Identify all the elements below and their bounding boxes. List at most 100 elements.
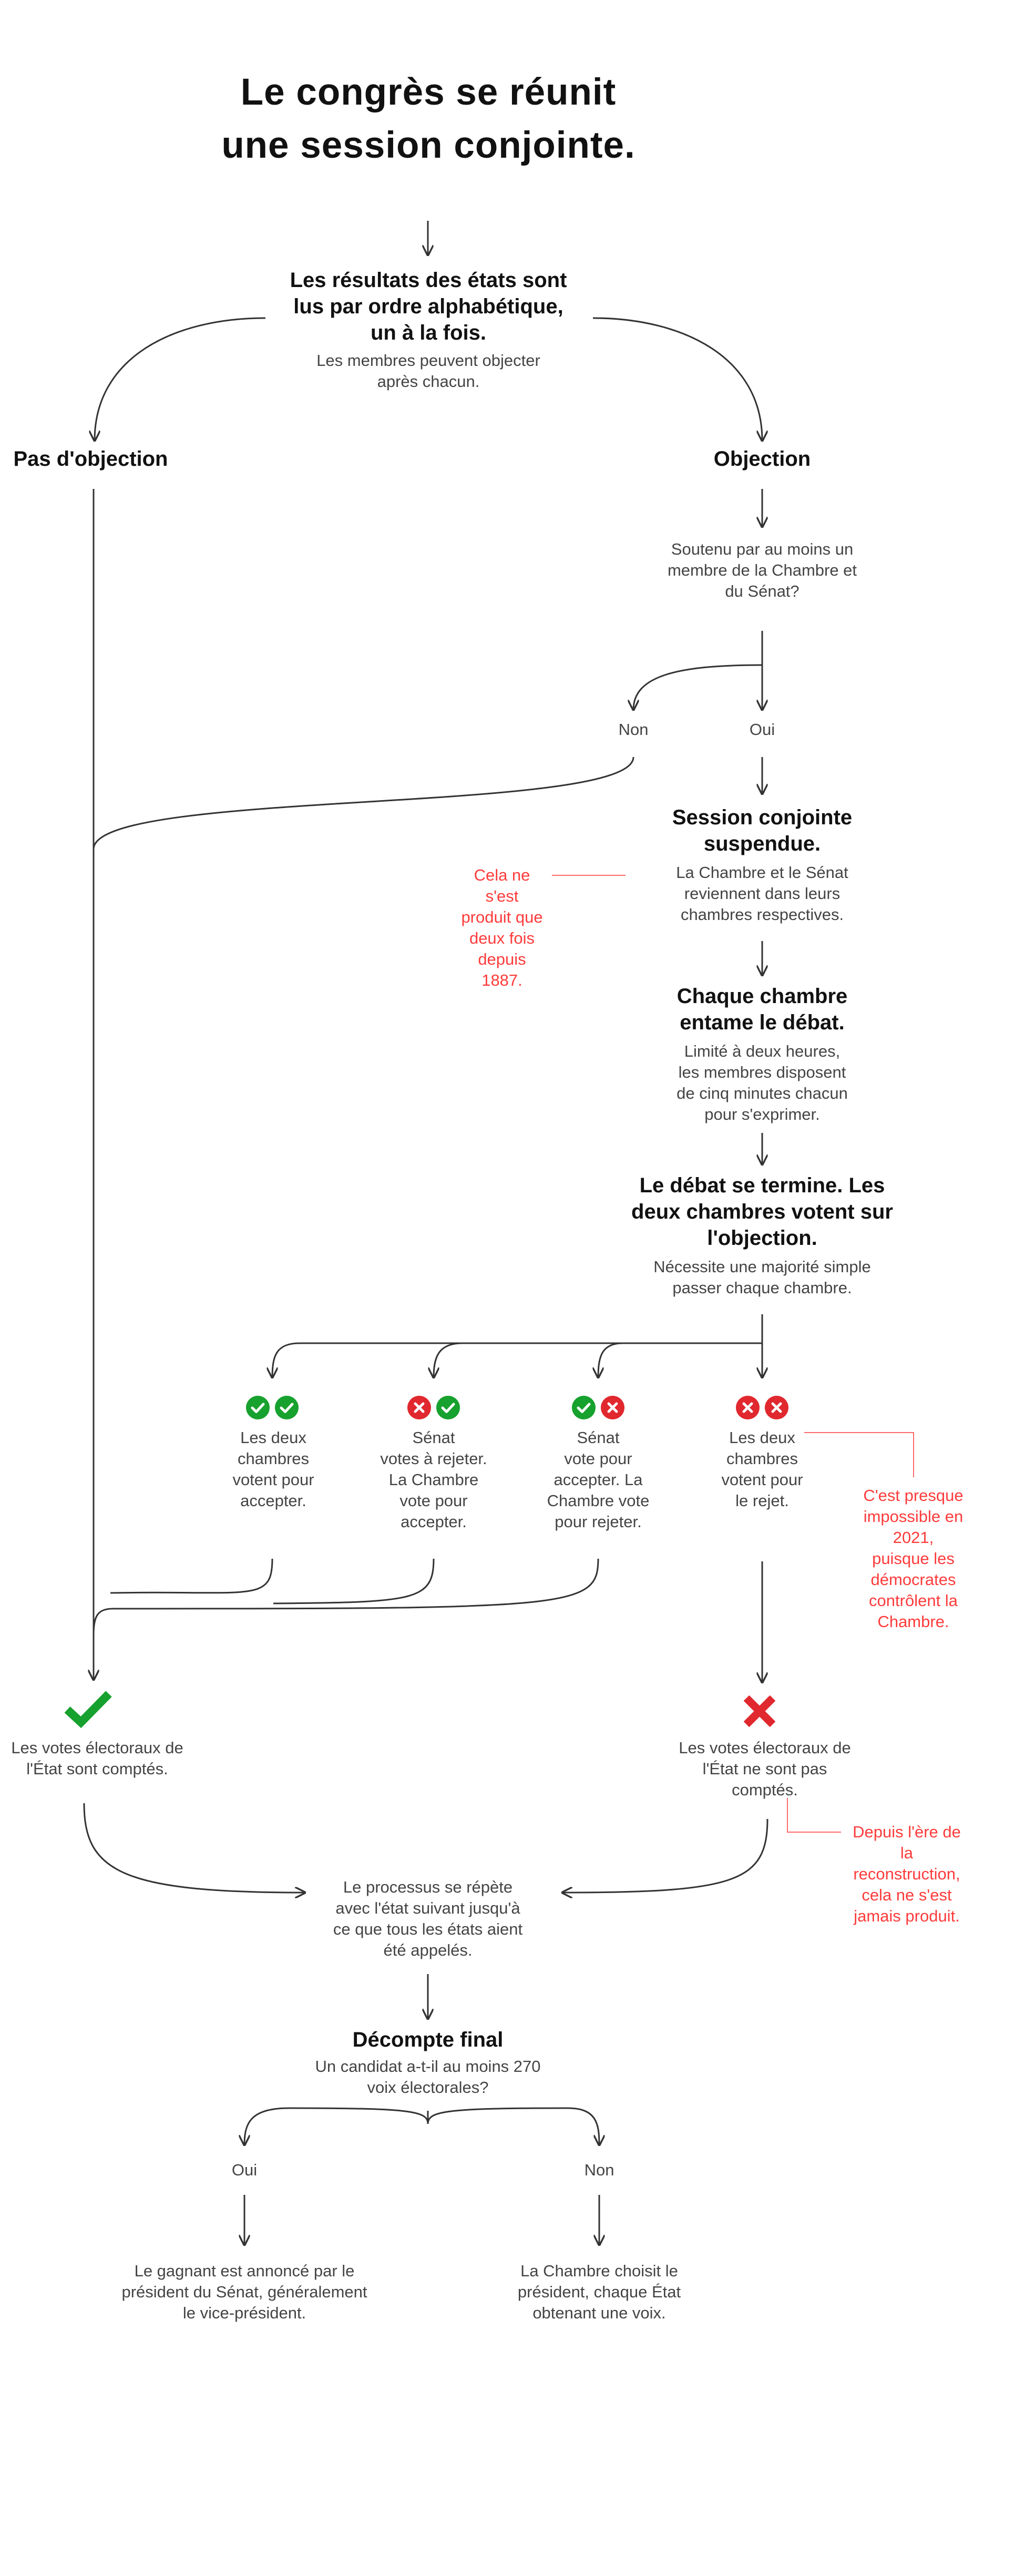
outcome-4-text: Les deux chambres votent pour le rejet. <box>704 1427 820 1511</box>
outcome-3-line-2: vote pour <box>564 1449 632 1468</box>
read-results-line-2: lus par ordre alphabétique, <box>293 295 563 318</box>
vote-sub-line-2: passer chaque chambre. <box>672 1279 852 1297</box>
outcome-4-line-2: chambres <box>726 1449 798 1468</box>
repeat-line-1: Le processus se répète <box>343 1878 513 1896</box>
arrow-counted-to-repeat <box>83 1803 305 1893</box>
supported-line-3: du Sénat? <box>725 582 800 600</box>
read-results-sub-line-2: après chacun. <box>377 372 480 391</box>
winner-line-2: président du Sénat, généralement <box>121 2283 367 2301</box>
not-counted-line-2: l'État ne sont pas <box>702 1760 827 1778</box>
note-impossible-line-5: démocrates <box>870 1570 956 1589</box>
note-connector-reconstruction <box>787 1798 841 1833</box>
outcome-1-badges <box>241 1396 304 1419</box>
house-chooses-line-3: obtenant une voix. <box>532 2304 666 2322</box>
line-non-to-trunk <box>93 757 634 850</box>
vote-line-3: l'objection. <box>707 1226 817 1250</box>
supported-line-1: Soutenu par au moins un <box>671 540 854 558</box>
note-impossible: C'est presque impossible en 2021, puisqu… <box>846 1485 980 1632</box>
vote-line-2: deux chambres votent sur <box>631 1200 893 1223</box>
outcome-4-badges <box>731 1396 794 1419</box>
suspended-sub-line-3: chambres respectives. <box>680 905 844 924</box>
x-icon <box>601 1396 624 1419</box>
note-twice: Cela ne s'est produit que deux fois depu… <box>457 865 547 991</box>
debate-line-1: Chaque chambre <box>676 985 848 1008</box>
arrow-to-no-objection <box>95 317 266 441</box>
vote-sub-line-1: Nécessite une majorité simple <box>653 1258 871 1276</box>
outcome-1-line-3: votent pour <box>232 1470 314 1489</box>
note-twice-line-2: s'est <box>485 887 519 905</box>
outcome-2-text: Sénat votes à rejeter. La Chambre vote p… <box>363 1427 505 1532</box>
suspended-sub-line-2: reviennent dans leurs <box>684 884 840 903</box>
note-impossible-line-4: puisque les <box>872 1549 955 1568</box>
arrow-to-outcome-1 <box>272 1314 763 1377</box>
no-objection-label: Pas d'objection <box>13 447 168 471</box>
debate-sub-line-4: pour s'exprimer. <box>704 1105 820 1123</box>
note-impossible-line-1: C'est presque <box>863 1486 964 1505</box>
not-counted-line-1: Les votes électoraux de <box>679 1739 851 1757</box>
read-results-sub-line-1: Les membres peuvent objecter <box>316 351 540 370</box>
note-twice-line-1: Cela ne <box>474 866 530 884</box>
outcome-1-line-1: Les deux <box>240 1428 306 1447</box>
note-twice-line-6: 1887. <box>481 971 522 989</box>
oui-label: Oui <box>749 720 775 739</box>
outcome-3-badges <box>567 1396 630 1419</box>
page-title-line-1: Le congrès se réunit <box>240 71 617 113</box>
note-impossible-line-7: Chambre. <box>877 1612 949 1631</box>
check-icon <box>246 1396 270 1419</box>
arrow-to-outcome-2 <box>434 1342 463 1377</box>
suspended-line-1: Session conjointe <box>672 806 853 829</box>
arrow-not-counted-to-repeat <box>562 1818 768 1893</box>
outcome-2-line-4: vote pour <box>399 1491 468 1510</box>
note-reconstruction-line-5: jamais produit. <box>854 1907 960 1925</box>
note-reconstruction-line-3: reconstruction, <box>853 1865 960 1883</box>
repeat-line-4: été appelés. <box>383 1941 473 1959</box>
x-icon <box>765 1396 788 1419</box>
x-icon <box>736 1396 760 1419</box>
outcome-2-line-3: La Chambre <box>388 1470 479 1489</box>
objection-label: Objection <box>713 447 811 471</box>
x-icon <box>407 1396 431 1419</box>
non-label: Non <box>618 720 649 739</box>
outcome-3-line-1: Sénat <box>577 1428 620 1447</box>
house-chooses-line-1: La Chambre choisit le <box>520 2262 678 2280</box>
final-title: Décompte final <box>352 2028 504 2051</box>
house-chooses-line-2: président, chaque État <box>517 2283 681 2301</box>
arrow-to-outcome-3 <box>598 1342 623 1377</box>
read-results-line-1: Les résultats des états sont <box>290 269 567 292</box>
outcome-1-text: Les deux chambres votent pour accepter. <box>210 1427 336 1511</box>
outcome-1-line-2: chambres <box>237 1449 310 1468</box>
final-node: Décompte final Un candidat a-t-il au moi… <box>286 2027 570 2098</box>
suspended-line-2: suspendue. <box>703 832 821 855</box>
outcome-2-line-1: Sénat <box>412 1428 455 1447</box>
debate-line-2: entame le débat. <box>680 1011 845 1034</box>
arrow-to-non <box>633 664 763 710</box>
note-reconstruction-line-1: Depuis l'ère de <box>853 1823 961 1841</box>
check-icon <box>436 1396 460 1419</box>
winner-line-1: Le gagnant est annoncé par le <box>134 2262 355 2280</box>
final-line-2: voix électorales? <box>367 2078 489 2097</box>
outcome-4-line-4: le rejet. <box>735 1491 789 1510</box>
outcome-1-line-4: accepter. <box>240 1491 306 1510</box>
outcome-3-line-5: pour rejeter. <box>555 1512 642 1531</box>
not-counted-text: Les votes électoraux de l'État ne sont p… <box>654 1737 875 1801</box>
outcome-3-text: Sénat vote pour accepter. La Chambre vot… <box>526 1427 671 1532</box>
supported-question: Soutenu par au moins un membre de la Cha… <box>647 539 878 602</box>
final-line-1: Un candidat a-t-il au moins 270 <box>315 2057 541 2076</box>
vote-line-1: Le débat se termine. Les <box>639 1174 885 1197</box>
counted-line-2: l'État sont comptés. <box>26 1760 168 1778</box>
final-non-label: Non <box>584 2161 614 2179</box>
note-impossible-line-2: impossible en <box>863 1507 964 1526</box>
note-connector-impossible <box>804 1432 914 1477</box>
arrow-to-final-oui <box>244 2107 429 2145</box>
debate-sub-line-1: Limité à deux heures, <box>684 1042 840 1060</box>
winner-line-3: le vice-président. <box>182 2304 306 2322</box>
outcome-2-line-2: votes à rejeter. <box>380 1449 487 1468</box>
counted-text: Les votes électoraux de l'État sont comp… <box>0 1737 194 1780</box>
note-twice-line-5: depuis <box>478 950 526 968</box>
read-results-line-3: un à la fois. <box>370 321 487 344</box>
outcome-2-line-5: accepter. <box>401 1512 467 1531</box>
repeat-text: Le processus se répète avec l'état suiva… <box>312 1877 544 1961</box>
note-reconstruction-line-2: la <box>900 1844 914 1862</box>
suspended-sub-line-1: La Chambre et le Sénat <box>676 863 848 882</box>
